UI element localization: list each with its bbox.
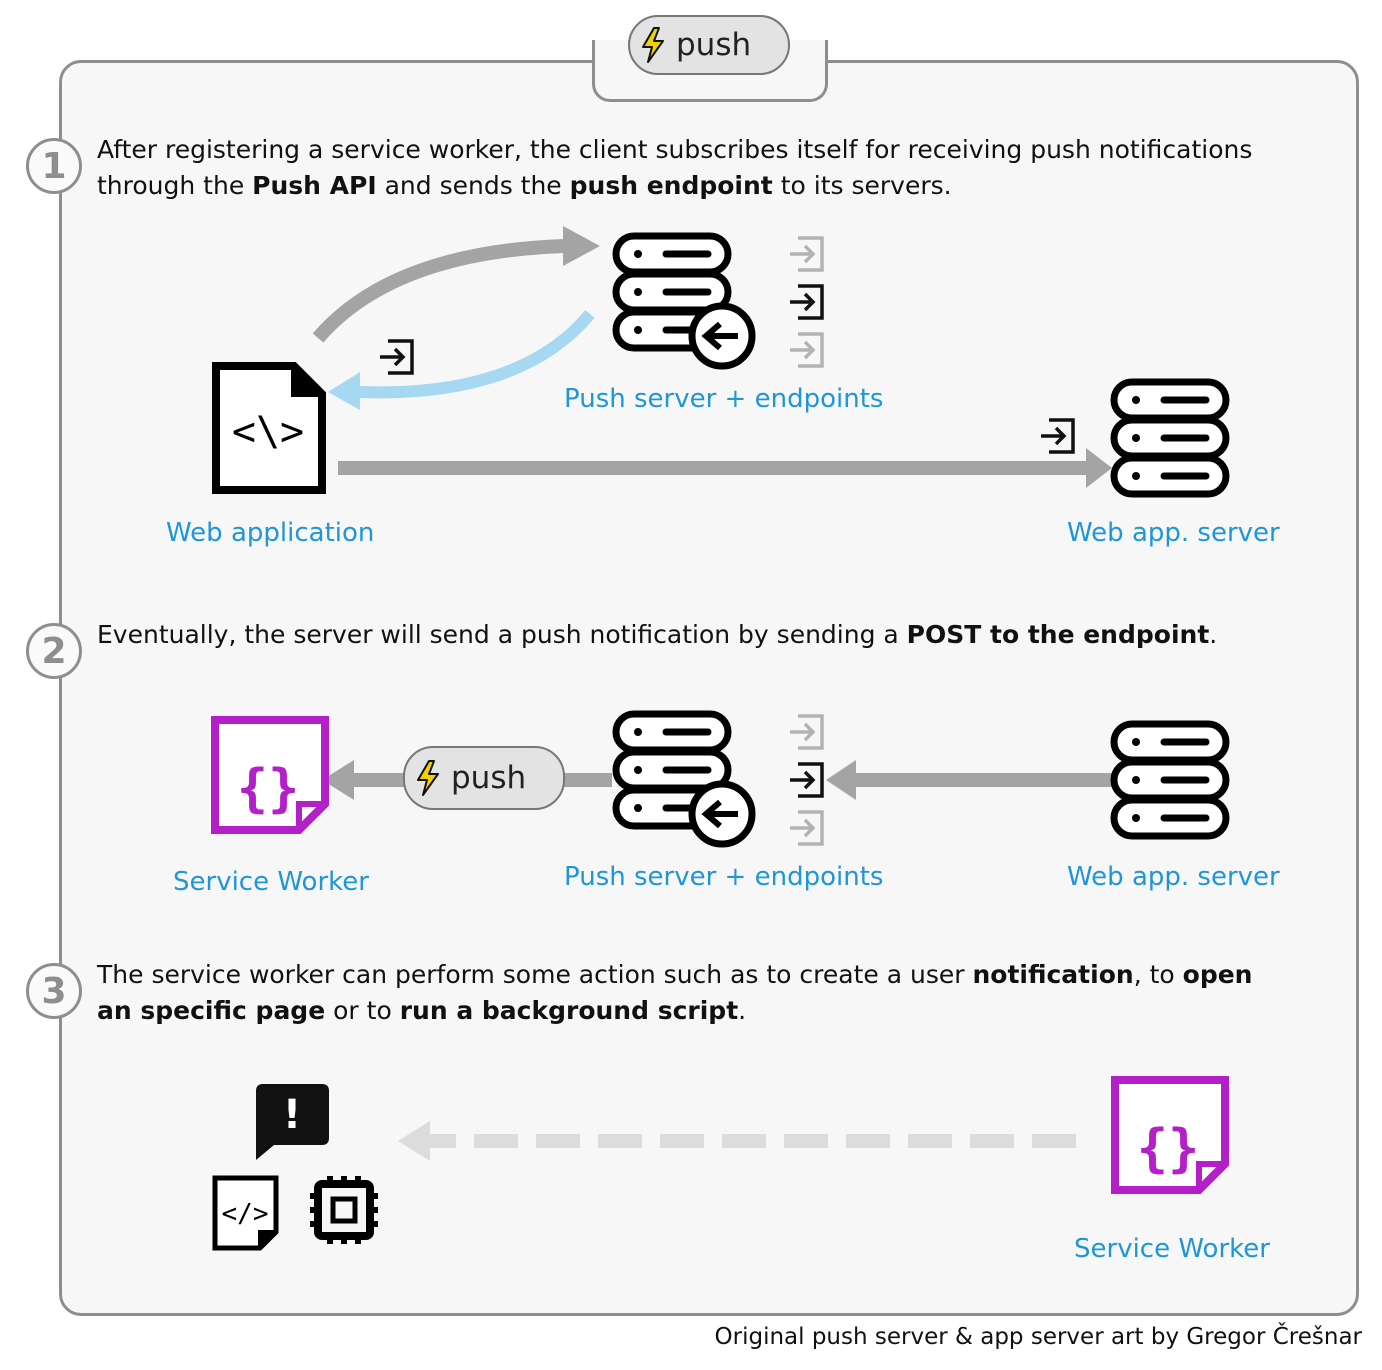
credit-text: Original push server & app server art by… — [714, 1324, 1362, 1350]
endpoint-enter-icon — [788, 332, 824, 368]
step-number-2: 2 — [26, 623, 82, 679]
label-service-worker-3: Service Worker — [1074, 1234, 1270, 1264]
code-glyph: <\> — [232, 409, 304, 455]
lightning-icon — [642, 27, 664, 63]
braces-glyph: {} — [1137, 1119, 1200, 1179]
web-app-document-icon: <\> — [212, 362, 326, 494]
label-service-worker-2: Service Worker — [173, 867, 369, 897]
step-1-text: After registering a service worker, the … — [97, 135, 1253, 200]
step-number-3: 3 — [26, 963, 82, 1019]
web-app-server-icon-2 — [1114, 724, 1226, 836]
lightning-icon — [417, 760, 439, 796]
alert-glyph: ! — [283, 1092, 301, 1138]
label-push-server-1: Push server + endpoints — [564, 384, 884, 414]
endpoint-enter-icon — [788, 236, 824, 272]
endpoint-enter-icon — [788, 762, 824, 798]
cpu-chip-icon — [310, 1176, 378, 1244]
step-2-text: Eventually, the server will send a push … — [97, 620, 1218, 649]
label-web-app-server-1: Web app. server — [1067, 518, 1280, 548]
code-file-icon: </> — [212, 1175, 279, 1251]
header-push-pill: push — [628, 15, 790, 75]
braces-glyph: {} — [237, 759, 300, 819]
endpoint-enter-icon — [788, 714, 824, 750]
push-message-pill: push — [403, 746, 565, 810]
web-app-server-icon-1 — [1114, 382, 1226, 494]
endpoint-enter-icon — [378, 339, 414, 375]
code-glyph-small: </> — [222, 1199, 269, 1229]
step-3-text: The service worker can perform some acti… — [97, 960, 1253, 1025]
header-push-label: push — [676, 27, 752, 63]
notification-icon: ! — [256, 1084, 329, 1160]
endpoint-enter-icon — [788, 284, 824, 320]
endpoint-return-arrow — [357, 310, 595, 399]
endpoint-enter-icon — [1039, 418, 1075, 454]
endpoint-enter-icon — [788, 810, 824, 846]
push-message-label: push — [451, 760, 527, 796]
label-web-app-server-2: Web app. server — [1067, 862, 1280, 892]
label-push-server-2: Push server + endpoints — [564, 862, 884, 892]
subscribe-arrow — [312, 239, 566, 343]
label-web-application: Web application — [166, 518, 375, 548]
step-number-1: 1 — [26, 138, 82, 194]
